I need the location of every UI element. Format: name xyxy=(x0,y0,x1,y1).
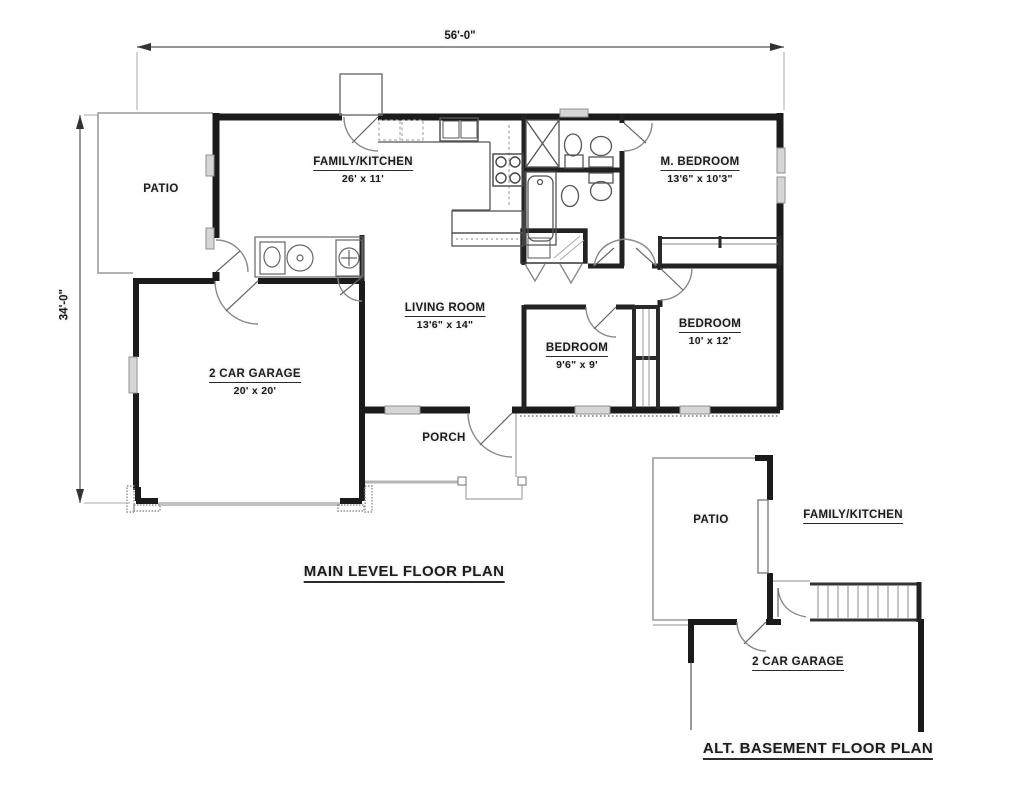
alt-room-label-patio: PATIO xyxy=(693,514,729,526)
alt-walls xyxy=(688,455,924,732)
hall-vanity-cabinet xyxy=(520,228,588,264)
kitchen-counters xyxy=(378,117,524,247)
alt-patio-outline xyxy=(652,457,810,626)
room-label-porch: PORCH xyxy=(422,432,466,444)
room-size-m-bedroom: 13'6" x 10'3" xyxy=(667,173,733,186)
alt-room-label-family-kitchen: FAMILY/KITCHEN xyxy=(803,509,903,525)
room-size-family-kitchen: 26' x 11' xyxy=(341,173,385,186)
alt-stairs xyxy=(810,582,922,622)
main-plan-title: MAIN LEVEL FLOOR PLAN xyxy=(303,563,505,584)
room-size-bedroom-small: 9'6" x 9' xyxy=(556,359,598,372)
bedroom-closet-column xyxy=(632,305,660,409)
stove xyxy=(492,153,524,187)
room-label-living-room: LIVING ROOM 13'6" x 14" xyxy=(404,302,486,332)
master-closet xyxy=(658,236,782,265)
room-size-living-room: 13'6" x 14" xyxy=(416,319,474,332)
garage-walls xyxy=(133,278,365,504)
door-leaves xyxy=(215,116,684,446)
alt-patio-slider-door xyxy=(757,499,769,574)
alt-room-label-garage: 2 CAR GARAGE xyxy=(752,656,844,672)
room-label-m-bedroom: M. BEDROOM 13'6" x 10'3" xyxy=(660,156,740,186)
alt-plan-title: ALT. BASEMENT FLOOR PLAN xyxy=(702,740,934,761)
room-label-bedroom-small: BEDROOM 9'6" x 9' xyxy=(545,342,609,372)
bathroom-fixtures xyxy=(524,119,614,246)
room-label-garage: 2 CAR GARAGE 20' x 20' xyxy=(209,368,301,398)
dimension-lines xyxy=(79,46,785,504)
alt-doors xyxy=(736,587,807,652)
room-label-patio: PATIO xyxy=(143,183,179,195)
room-label-bedroom-mid: BEDROOM 10' x 12' xyxy=(678,318,742,348)
room-size-bedroom-mid: 10' x 12' xyxy=(688,335,732,348)
dimension-width-label: 56'-0" xyxy=(444,30,476,42)
door-swings xyxy=(214,73,693,458)
room-label-family-kitchen: FAMILY/KITCHEN 26' x 11' xyxy=(313,156,413,186)
garage-footings xyxy=(126,485,373,513)
laundry-utility xyxy=(254,236,364,278)
room-size-garage: 20' x 20' xyxy=(233,385,277,398)
dimension-arrows xyxy=(76,43,784,503)
windows xyxy=(128,108,786,415)
dimension-height-label: 34'-0" xyxy=(58,289,71,321)
main-patio-outline xyxy=(97,112,213,274)
main-porch-outline xyxy=(158,413,527,506)
